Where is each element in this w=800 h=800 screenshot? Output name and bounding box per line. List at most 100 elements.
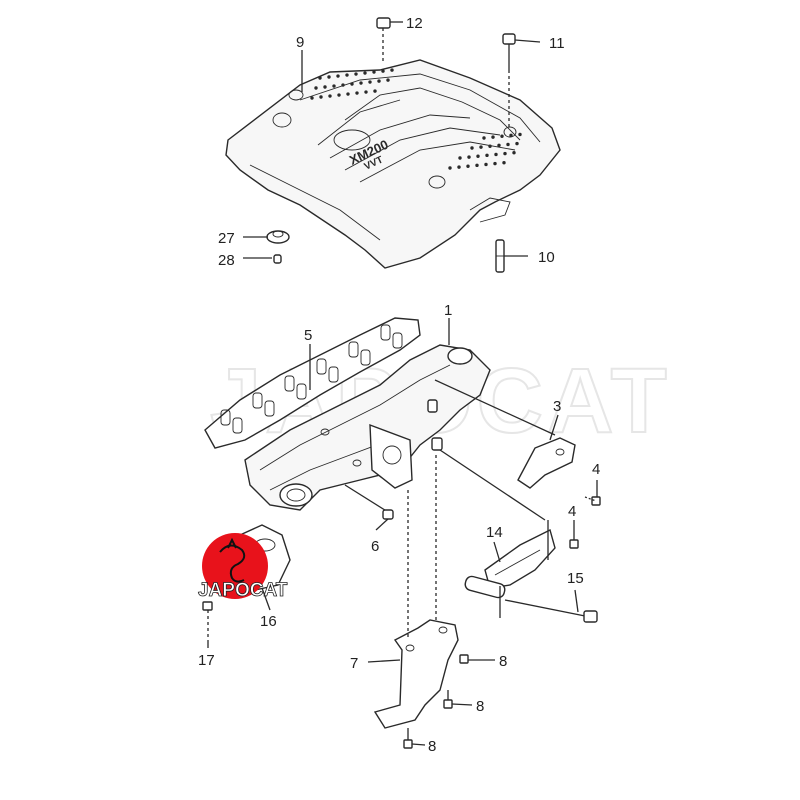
vent-dot [491, 135, 495, 139]
callout-4-upper: 4 [592, 461, 600, 478]
bolt-17 [202, 601, 213, 640]
callout-17: 17 [198, 652, 215, 669]
vent-dot [448, 166, 452, 170]
vent-dot [341, 83, 345, 87]
vent-dot [373, 89, 377, 93]
vent-dot [479, 145, 483, 149]
callout-10: 10 [538, 249, 555, 266]
nut-12 [376, 17, 391, 62]
vent-dot [482, 136, 486, 140]
bolt-6 [344, 484, 394, 520]
vent-dot [310, 96, 314, 100]
gasket-port [284, 375, 295, 392]
vent-dot [381, 69, 385, 73]
vent-dot [484, 162, 488, 167]
callout-4-lower: 4 [568, 503, 576, 520]
vent-dot [497, 143, 501, 148]
vent-dot [502, 161, 506, 165]
bolt-8-a [459, 654, 469, 664]
bracket-7 [373, 455, 459, 729]
callout-7: 7 [350, 655, 358, 672]
gasket-port [392, 332, 403, 349]
vent-dot [518, 132, 522, 137]
callout-8-b: 8 [476, 698, 484, 715]
vent-dot [364, 90, 368, 94]
vent-dot [506, 142, 510, 147]
gasket-port [380, 324, 391, 341]
vent-dot [345, 73, 349, 77]
gasket-port [348, 341, 359, 358]
collar-28 [273, 254, 282, 264]
manifold-gasket [204, 317, 421, 449]
gasket-port [360, 349, 371, 366]
bolt-8-c [403, 728, 413, 749]
logo-text: JAPOCAT [198, 580, 288, 601]
gasket-port [252, 392, 263, 409]
cover-vent-dots [310, 68, 522, 170]
vent-dot [386, 78, 390, 82]
vent-dot [466, 164, 470, 168]
vent-dot [493, 161, 497, 166]
callout-8-a: 8 [499, 653, 507, 670]
gasket-port [220, 409, 231, 426]
vent-dot [470, 146, 474, 150]
leader-lines [207, 21, 598, 746]
callout-labels: 9 12 11 27 28 10 1 5 3 4 4 6 14 15 16 17… [198, 15, 600, 755]
bracket-3 [517, 437, 576, 489]
vent-dot [503, 151, 507, 156]
bolt-4-upper [584, 496, 601, 506]
vent-dot [509, 133, 513, 138]
vent-dot [500, 134, 504, 138]
intake-manifold [244, 344, 556, 521]
vent-dot [485, 153, 489, 158]
vent-dot [336, 74, 340, 78]
vent-dot [488, 144, 492, 148]
vent-dot [515, 141, 519, 146]
callout-28: 28 [218, 252, 235, 269]
callout-16: 16 [260, 613, 277, 630]
vent-dot [346, 92, 350, 96]
gasket-port [328, 366, 339, 383]
vent-dot [494, 152, 498, 157]
gasket-port [316, 358, 327, 375]
vent-dot [332, 84, 336, 88]
gasket-ports [220, 324, 403, 434]
vent-dot [372, 70, 376, 74]
callout-11: 11 [549, 35, 565, 52]
callout-9: 9 [296, 34, 304, 51]
engine-cover: XM200 VVT [225, 59, 561, 269]
grommet-27 [266, 230, 290, 244]
vent-dot [368, 80, 372, 84]
vent-dot [323, 85, 327, 89]
vent-dot [467, 155, 471, 159]
vent-dot [363, 71, 367, 75]
vent-dot [457, 165, 461, 169]
gasket-port [296, 383, 307, 400]
vent-dot [314, 86, 318, 90]
vent-dot [377, 79, 381, 83]
vent-dot [390, 68, 394, 72]
callout-1: 1 [444, 302, 452, 319]
bolt-4-lower [569, 539, 579, 549]
vent-dot [476, 154, 480, 158]
callout-6: 6 [371, 538, 379, 555]
gasket-port [232, 417, 243, 434]
vent-dot [328, 94, 332, 98]
vent-dot [327, 75, 331, 79]
stud-10 [495, 239, 505, 273]
callout-27: 27 [218, 230, 235, 247]
callout-12: 12 [406, 15, 423, 32]
vent-dot [355, 91, 359, 95]
callout-3: 3 [553, 398, 561, 415]
vent-dot [318, 76, 322, 80]
bolt-11 [502, 33, 516, 130]
callout-8-c: 8 [428, 738, 436, 755]
vent-dot [475, 163, 479, 168]
vent-dot [350, 82, 354, 86]
bolt-8-b [443, 690, 453, 709]
vent-dot [354, 72, 358, 76]
vent-dot [359, 81, 363, 85]
vent-dot [337, 93, 341, 97]
